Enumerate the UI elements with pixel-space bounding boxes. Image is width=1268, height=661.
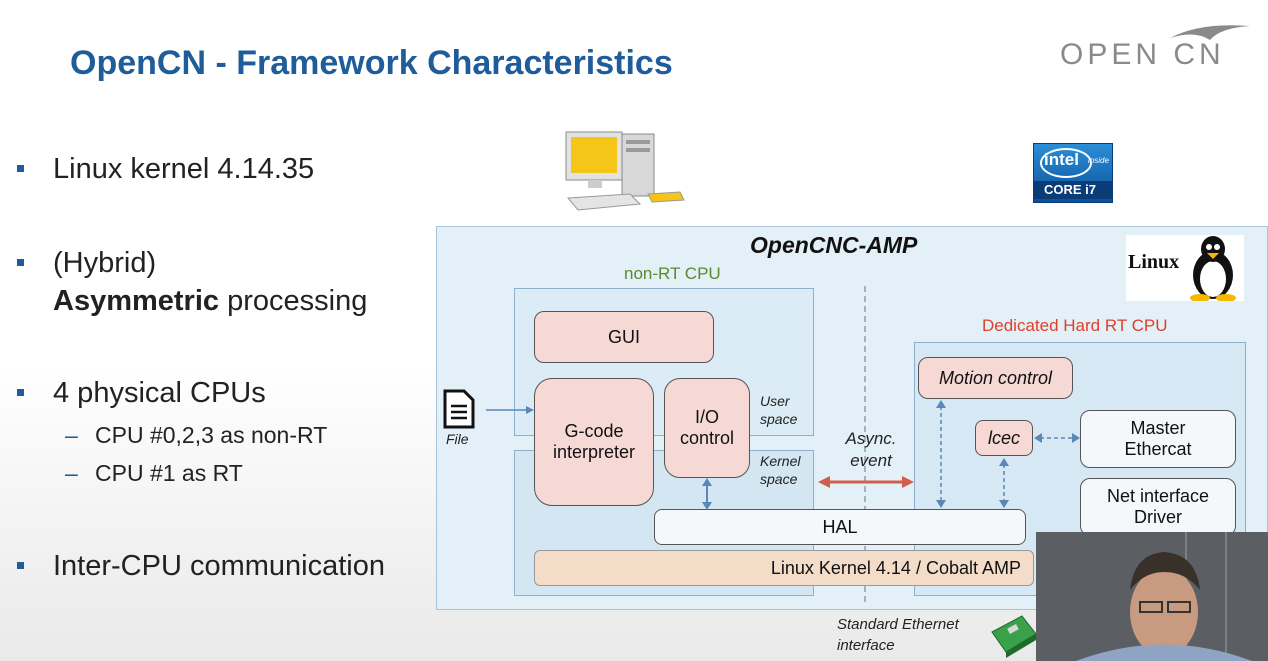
cpu-divider-line xyxy=(864,286,866,606)
master-label: Master Ethercat xyxy=(1124,418,1192,459)
motion-control-box: Motion control xyxy=(918,357,1073,399)
bullet-marker xyxy=(17,259,24,266)
gcode-label: G-code interpreter xyxy=(552,421,636,462)
kernel-label: Linux Kernel 4.14 / Cobalt AMP xyxy=(770,557,1021,578)
bullet-asymmetric: (Hybrid) Asymmetric processing xyxy=(17,244,367,320)
tux-penguin-icon xyxy=(1190,236,1236,301)
desktop-computer-icon xyxy=(565,131,685,211)
sub-bullet-text: CPU #1 as RT xyxy=(95,460,243,486)
presenter-silhouette xyxy=(1036,532,1268,661)
logo-text: OPEN CN xyxy=(1060,38,1225,71)
bullet-intercpu: Inter-CPU communication xyxy=(17,547,385,585)
motion-label: Motion control xyxy=(938,367,1053,388)
gui-box: GUI xyxy=(534,311,714,363)
bullet-text: Linux kernel 4.14.35 xyxy=(53,153,315,185)
master-ethercat-box: Master Ethercat xyxy=(1080,410,1236,468)
async-event-label: Async. event xyxy=(845,429,897,470)
file-icon xyxy=(443,389,475,429)
dedicated-rt-cpu-label: Dedicated Hard RT CPU xyxy=(982,316,1168,335)
connector-arrows xyxy=(486,400,1080,510)
sub-bullet-rt: – CPU #1 as RT xyxy=(65,460,243,487)
bullet-kernel: Linux kernel 4.14.35 xyxy=(17,150,315,188)
bullet-marker xyxy=(17,165,24,172)
user-space-label: User space xyxy=(760,393,798,427)
async-event-arrow xyxy=(818,476,914,488)
io-label: I/O control xyxy=(679,407,735,448)
bullet-cpus: 4 physical CPUs xyxy=(17,374,266,412)
linux-kernel-bar: Linux Kernel 4.14 / Cobalt AMP xyxy=(534,550,1034,586)
bullet-marker xyxy=(17,389,24,396)
netif-label: Net interface Driver xyxy=(1106,486,1210,527)
hal-box: HAL xyxy=(654,509,1026,545)
io-control-box: I/O control xyxy=(664,378,750,478)
lcec-box: lcec xyxy=(975,420,1033,456)
intel-core-i7-badge: intel inside CORE i7 xyxy=(1033,143,1113,203)
diagram-title: OpenCNC-AMP xyxy=(750,232,918,258)
standard-ethernet-label: Standard Ethernet interface xyxy=(837,616,959,654)
inside-text: inside xyxy=(1088,156,1109,165)
sub-bullet-text: CPU #0,2,3 as non-RT xyxy=(95,422,328,448)
bullet-text: Inter-CPU communication xyxy=(53,550,385,582)
net-interface-driver-box: Net interface Driver xyxy=(1080,478,1236,536)
network-card-icon xyxy=(991,615,1037,658)
file-label: File xyxy=(446,431,469,447)
dash-marker: – xyxy=(65,422,78,448)
gui-label: GUI xyxy=(607,326,640,347)
slide-title: OpenCN - Framework Characteristics xyxy=(70,44,673,82)
rest-text: processing xyxy=(219,285,368,317)
linux-text: Linux xyxy=(1128,251,1180,273)
hal-label: HAL xyxy=(822,516,858,537)
lcec-label: lcec xyxy=(987,427,1020,448)
core-i7-text: CORE i7 xyxy=(1044,182,1097,197)
intel-text: intel xyxy=(1044,150,1079,169)
bullet-text: 4 physical CPUs xyxy=(53,377,266,409)
bold-text: Asymmetric xyxy=(53,285,220,317)
presenter-video[interactable] xyxy=(1036,532,1268,661)
bullet-marker xyxy=(17,562,24,569)
bullet-text-line2: Asymmetric processing xyxy=(53,282,367,320)
gcode-interpreter-box: G-code interpreter xyxy=(534,378,654,506)
non-rt-cpu-label: non-RT CPU xyxy=(624,264,721,283)
bird-icon xyxy=(1170,25,1250,40)
linux-logo: Linux xyxy=(1126,235,1244,301)
opencn-logo: OPEN CN xyxy=(1060,18,1260,78)
bullet-text: (Hybrid) xyxy=(53,247,157,279)
kernel-space-label: Kernel space xyxy=(760,453,801,487)
sub-bullet-nonrt: – CPU #0,2,3 as non-RT xyxy=(65,422,328,449)
dash-marker: – xyxy=(65,460,78,486)
